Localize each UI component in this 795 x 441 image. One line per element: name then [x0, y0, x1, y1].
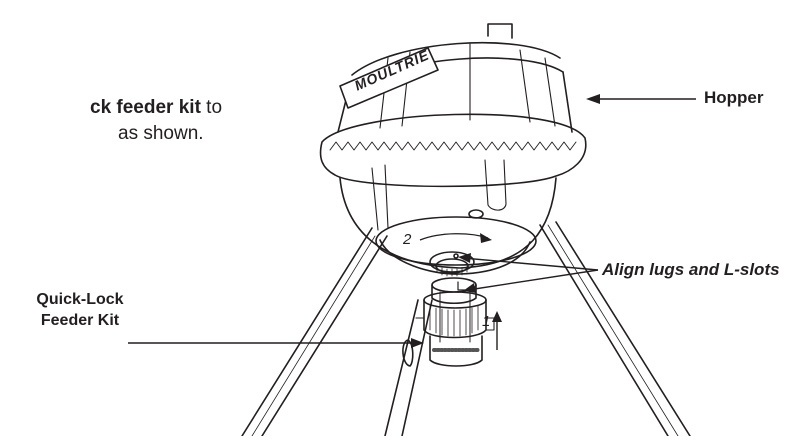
kit-collar [431, 284, 477, 305]
hopper-right-side [562, 71, 573, 133]
right-leg-inner [547, 224, 679, 437]
step-1-label: 1 [482, 313, 491, 330]
center-leg [384, 299, 433, 437]
instruction-line-2: as shown. [118, 123, 204, 144]
kit-motor [429, 335, 483, 367]
step1-arrowhead [492, 311, 502, 322]
receiver-slot [429, 251, 475, 277]
kit-post-left [439, 291, 471, 343]
kit-body [423, 299, 487, 339]
align-leader-line-2 [467, 269, 599, 291]
hopper-pocket-right [484, 159, 507, 211]
step-2-label: 2 [403, 231, 412, 248]
instruction-line-1: ck feeder kit to [90, 97, 222, 119]
right-leg [539, 221, 691, 437]
quick-lock-kit [415, 277, 495, 367]
hopper-lid [351, 41, 561, 76]
hopper-rim-teeth [329, 141, 577, 151]
kit-body-top [423, 291, 487, 309]
align-arrowhead-1 [458, 253, 471, 263]
brand-badge [339, 47, 439, 109]
kit-body-ribs [429, 305, 479, 337]
hopper-arrowhead [586, 94, 600, 104]
tripod-legs [241, 221, 691, 437]
align-leader-line-1 [462, 257, 599, 271]
receiver-lug [453, 253, 459, 259]
receiver-teeth [436, 265, 468, 277]
hopper [319, 23, 587, 275]
hopper-pocket-left [371, 164, 389, 231]
hopper-bolt [468, 209, 484, 219]
hopper-base-plate [375, 216, 537, 266]
left-leg-inner [251, 235, 376, 437]
kit-arrowhead [411, 338, 424, 348]
hopper-lid-cap [487, 23, 513, 39]
left-leg [241, 227, 388, 437]
step2-arrowhead [480, 233, 492, 243]
kit-l-slot [457, 281, 466, 291]
instruction-bold-text: ck feeder kit [90, 97, 201, 118]
align-arrowhead-2 [463, 283, 476, 293]
kit-side-pin [415, 317, 495, 331]
kit-label-line-2: Feeder Kit [40, 312, 120, 329]
hopper-bowl [339, 177, 557, 269]
step2-rotation-arrow [419, 233, 489, 241]
kit-label-line-1: Quick-Lock [36, 291, 124, 308]
instruction-text: to [200, 97, 223, 118]
hopper-rim [319, 113, 587, 188]
hopper-label: Hopper [704, 88, 764, 107]
align-lugs-label: Align lugs and L-slots [602, 260, 780, 279]
